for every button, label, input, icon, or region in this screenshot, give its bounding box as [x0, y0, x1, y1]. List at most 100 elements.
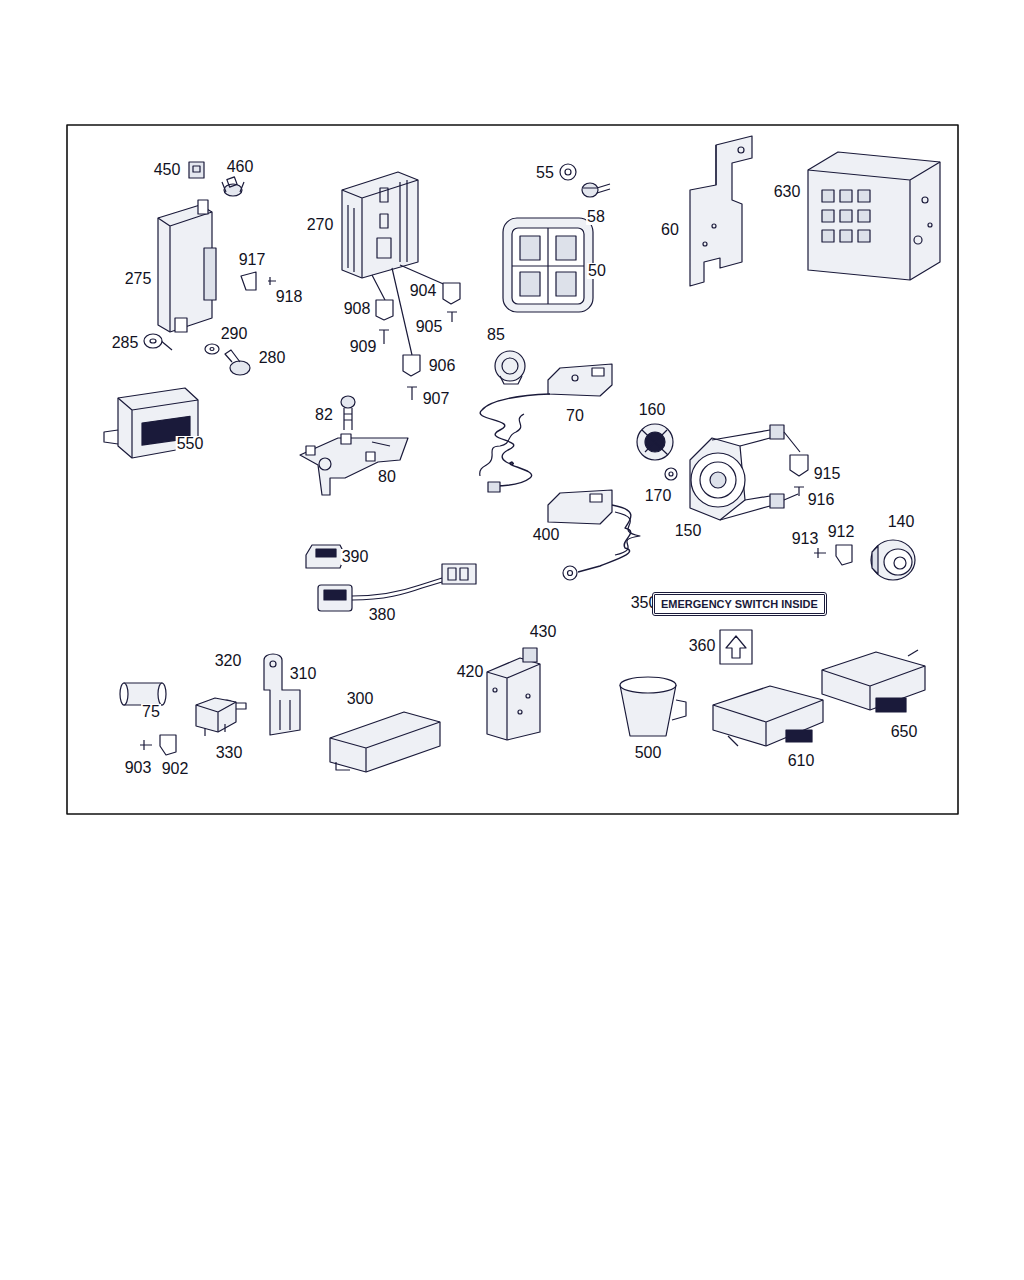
- callout-number: 170: [644, 488, 673, 504]
- bracket-310-part: [270, 661, 276, 667]
- lamp-50-part: [503, 218, 593, 312]
- bracket-60: [690, 136, 752, 286]
- washer-285-part: [150, 339, 156, 343]
- callout-number: 80: [377, 469, 397, 485]
- clip-450: [189, 162, 204, 178]
- callout-number: 310: [289, 666, 318, 682]
- plug-902-part: [140, 740, 152, 750]
- grommet-85-part: [502, 358, 518, 374]
- speaker-150-part: [700, 462, 736, 498]
- bracket-60-part: [690, 136, 752, 286]
- module-300-part: [336, 762, 350, 770]
- bolt-460-part: [227, 177, 237, 187]
- plug-917-part: [268, 277, 276, 285]
- module-610-part: [713, 700, 823, 746]
- callout-number: 906: [428, 358, 457, 374]
- switch-380-part: [352, 578, 442, 600]
- unit-630-part: [928, 223, 932, 227]
- fusebox-420: [487, 648, 540, 740]
- unit-630-part: [922, 197, 928, 203]
- screw-82-part: [341, 396, 355, 408]
- sleeve-75-part: [158, 683, 166, 705]
- screw-280-part: [225, 350, 240, 362]
- bracket-60-part: [738, 147, 744, 153]
- frame: [67, 125, 958, 814]
- unit-630-part-part: [858, 230, 870, 242]
- callout-number: 915: [813, 466, 842, 482]
- amplifier-270-part: [342, 180, 418, 278]
- cup-500: [620, 677, 686, 736]
- callout-number: 902: [161, 761, 190, 777]
- plug-902: [140, 735, 176, 755]
- screw-58-part: [583, 184, 610, 193]
- cover-390-part: [306, 545, 345, 568]
- remote-400-part: [548, 490, 612, 524]
- callout-number: 70: [565, 408, 585, 424]
- callout-number: 907: [422, 391, 451, 407]
- cover-390: [306, 545, 345, 568]
- screw-82: [341, 396, 355, 430]
- fusebox-420-part: [523, 648, 537, 662]
- plug-904: [443, 283, 460, 322]
- grommet-85: [495, 351, 525, 384]
- sleeve-75-part: [124, 683, 162, 705]
- switch-380-part: [460, 568, 468, 580]
- callout-number: 630: [773, 184, 802, 200]
- nut-170: [665, 468, 677, 480]
- callout-number: 420: [456, 664, 485, 680]
- knob-140-part: [884, 549, 912, 575]
- callout-number: 912: [827, 524, 856, 540]
- bracket-60-part: [703, 242, 707, 246]
- plate-80-part: [341, 434, 351, 444]
- unit-630-part: [914, 236, 922, 244]
- unit-630-part-part: [840, 190, 852, 202]
- bolt-460-part: [222, 182, 244, 192]
- amplifier-270-part: [348, 180, 407, 272]
- fusebox-420-part: [487, 658, 540, 740]
- disc-160-part: [642, 430, 668, 455]
- callout-number: 913: [791, 531, 820, 547]
- knob-140-part: [872, 546, 878, 574]
- switch-380-part: [442, 564, 476, 584]
- module-275-part: [204, 248, 216, 300]
- remote-70-part: [488, 482, 500, 492]
- speaker-150: [690, 425, 800, 520]
- plate-80-part: [300, 438, 408, 495]
- callout-number: 160: [638, 402, 667, 418]
- arrow-360-part: [720, 630, 752, 664]
- unit-630-part-part: [822, 230, 834, 242]
- callout-number: 650: [890, 724, 919, 740]
- module-610-part: [713, 686, 823, 746]
- callout-number: 904: [409, 283, 438, 299]
- module-650-part: [876, 698, 906, 712]
- plug-912-part: [814, 548, 826, 558]
- bracket-60-part: [712, 224, 716, 228]
- plug-904-part: [447, 312, 457, 322]
- module-275: [158, 200, 216, 350]
- grommet-85-part: [500, 376, 522, 384]
- unit-630-part-part: [822, 190, 834, 202]
- lamp-50-part: [520, 236, 576, 296]
- amplifier-270-part: [377, 238, 391, 258]
- knob-140-part: [871, 540, 915, 580]
- module-650-part: [822, 666, 925, 710]
- arrow-360-part: [726, 636, 746, 658]
- remote-70: [480, 364, 612, 492]
- speaker-150-part: [691, 453, 745, 507]
- module-650: [822, 650, 925, 712]
- fusebox-420-part: [493, 688, 497, 692]
- washer-55-part: [565, 169, 571, 175]
- callout-number: 285: [111, 335, 140, 351]
- washer-55-part: [560, 164, 576, 180]
- plate-80-part: [366, 452, 375, 461]
- relay-330-part: [196, 698, 236, 732]
- fusebox-420-part: [526, 694, 530, 698]
- callout-number: 450: [153, 162, 182, 178]
- callout-number: 290: [220, 326, 249, 342]
- speaker-150-part: [710, 472, 726, 488]
- plug-915: [790, 455, 808, 496]
- washer-290-part: [205, 344, 219, 354]
- callout-number: 150: [674, 523, 703, 539]
- amplifier-270-part: [372, 265, 448, 355]
- unit-630-part: [822, 190, 870, 242]
